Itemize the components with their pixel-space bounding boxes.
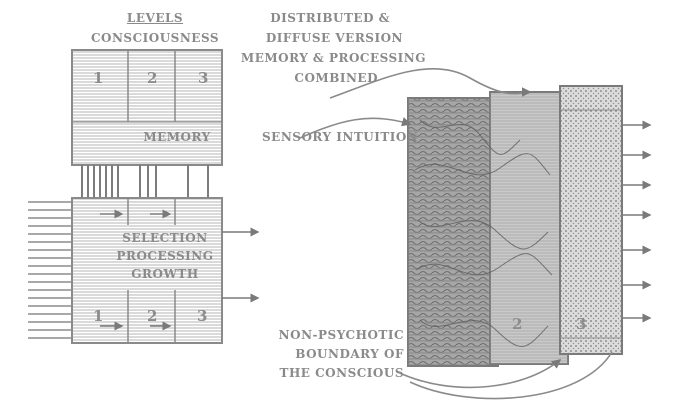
label-connector-curves xyxy=(299,68,613,400)
boundary-line-3: THE CONSCIOUS xyxy=(279,366,404,380)
selection-column-3: 3 xyxy=(197,307,208,325)
memory-box xyxy=(71,49,223,166)
diffuse-region-2: 2 xyxy=(512,315,523,333)
memory-column-3: 3 xyxy=(198,69,209,87)
heading-line-3: MEMORY & PROCESSING xyxy=(240,51,426,65)
boundary-line-2: BOUNDARY OF xyxy=(295,347,404,361)
boundary-line-1: NON-PSYCHOTIC xyxy=(278,328,404,342)
selection-line-1: SELECTION xyxy=(122,231,208,245)
selection-line-3: GROWTH xyxy=(131,267,199,281)
selection-column-2: 2 xyxy=(147,307,158,325)
levels-title: LEVELS xyxy=(126,11,184,25)
memory-label: MEMORY xyxy=(143,130,211,144)
consciousness-title: CONSCIOUSNESS xyxy=(90,31,220,45)
heading-line-4: COMBINED xyxy=(294,71,378,85)
sensory-intuition-label: SENSORY INTUITION xyxy=(262,130,419,144)
diffuse-block xyxy=(407,85,623,367)
diffuse-fibres xyxy=(414,119,553,348)
heading-line-1: DISTRIBUTED & xyxy=(270,11,390,25)
selection-column-1: 1 xyxy=(93,307,104,325)
memory-column-1: 1 xyxy=(93,69,104,87)
diffuse-region-3: 3 xyxy=(576,315,587,333)
heading-line-2: DIFFUSE VERSION xyxy=(265,31,403,45)
selection-line-2: PROCESSING xyxy=(116,249,214,263)
memory-column-2: 2 xyxy=(147,69,158,87)
memory-selection-connectors xyxy=(81,165,209,198)
selection-input-lines xyxy=(28,201,72,339)
diffuse-output-arrows xyxy=(622,120,652,323)
selection-output-arrows xyxy=(222,227,260,303)
selection-box xyxy=(71,197,223,344)
